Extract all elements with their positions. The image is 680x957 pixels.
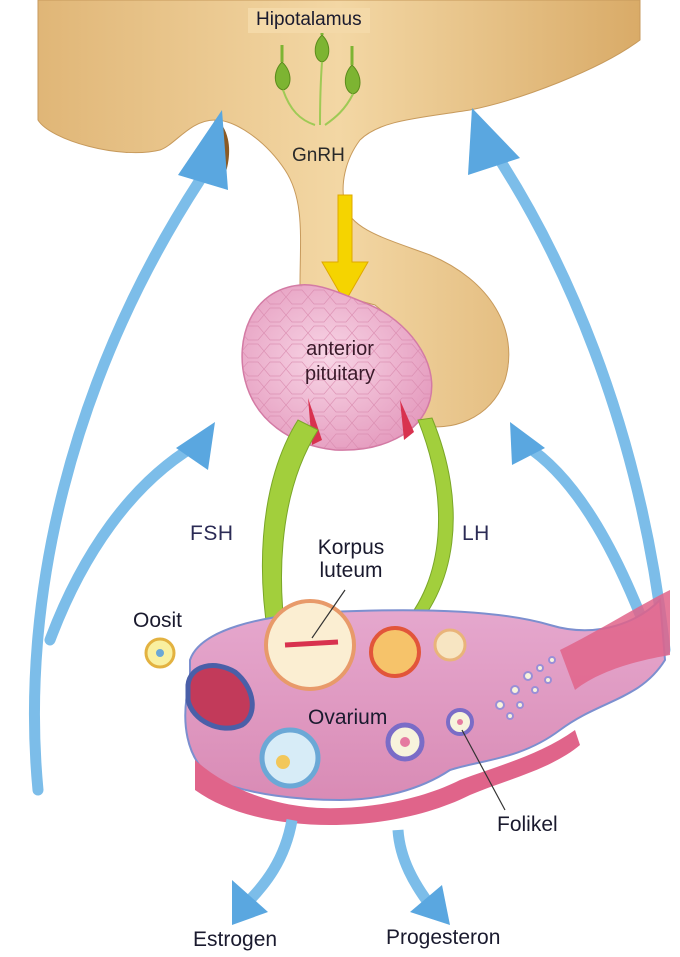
fsh-label: FSH: [190, 522, 234, 545]
anterior-pituitary-label: anterior pituitary: [280, 337, 400, 387]
korpus-luteum-line1: Korpus: [296, 536, 406, 559]
follicle: [371, 628, 419, 676]
folikel-label: Folikel: [497, 813, 558, 836]
ovary-body: [185, 600, 665, 800]
oosit-label: Oosit: [133, 609, 182, 632]
gnrh-label: GnRH: [292, 146, 345, 167]
follicle: [262, 730, 318, 786]
korpus-luteum-label: Korpus luteum: [296, 536, 406, 582]
progesteron-label: Progesteron: [386, 926, 500, 949]
korpus-luteum-line2: luteum: [296, 559, 406, 582]
follicle: [435, 630, 465, 660]
estrogen-label: Estrogen: [193, 928, 277, 951]
anterior-pituitary-line2: pituitary: [280, 362, 400, 387]
estrogen-arrow: [245, 820, 292, 905]
anterior-pituitary-line1: anterior: [280, 337, 400, 362]
progesteron-arrow: [398, 830, 430, 905]
hipotalamus-label: Hipotalamus: [248, 8, 370, 33]
lh-label: LH: [462, 522, 490, 545]
ovarium-label: Ovarium: [308, 706, 387, 729]
